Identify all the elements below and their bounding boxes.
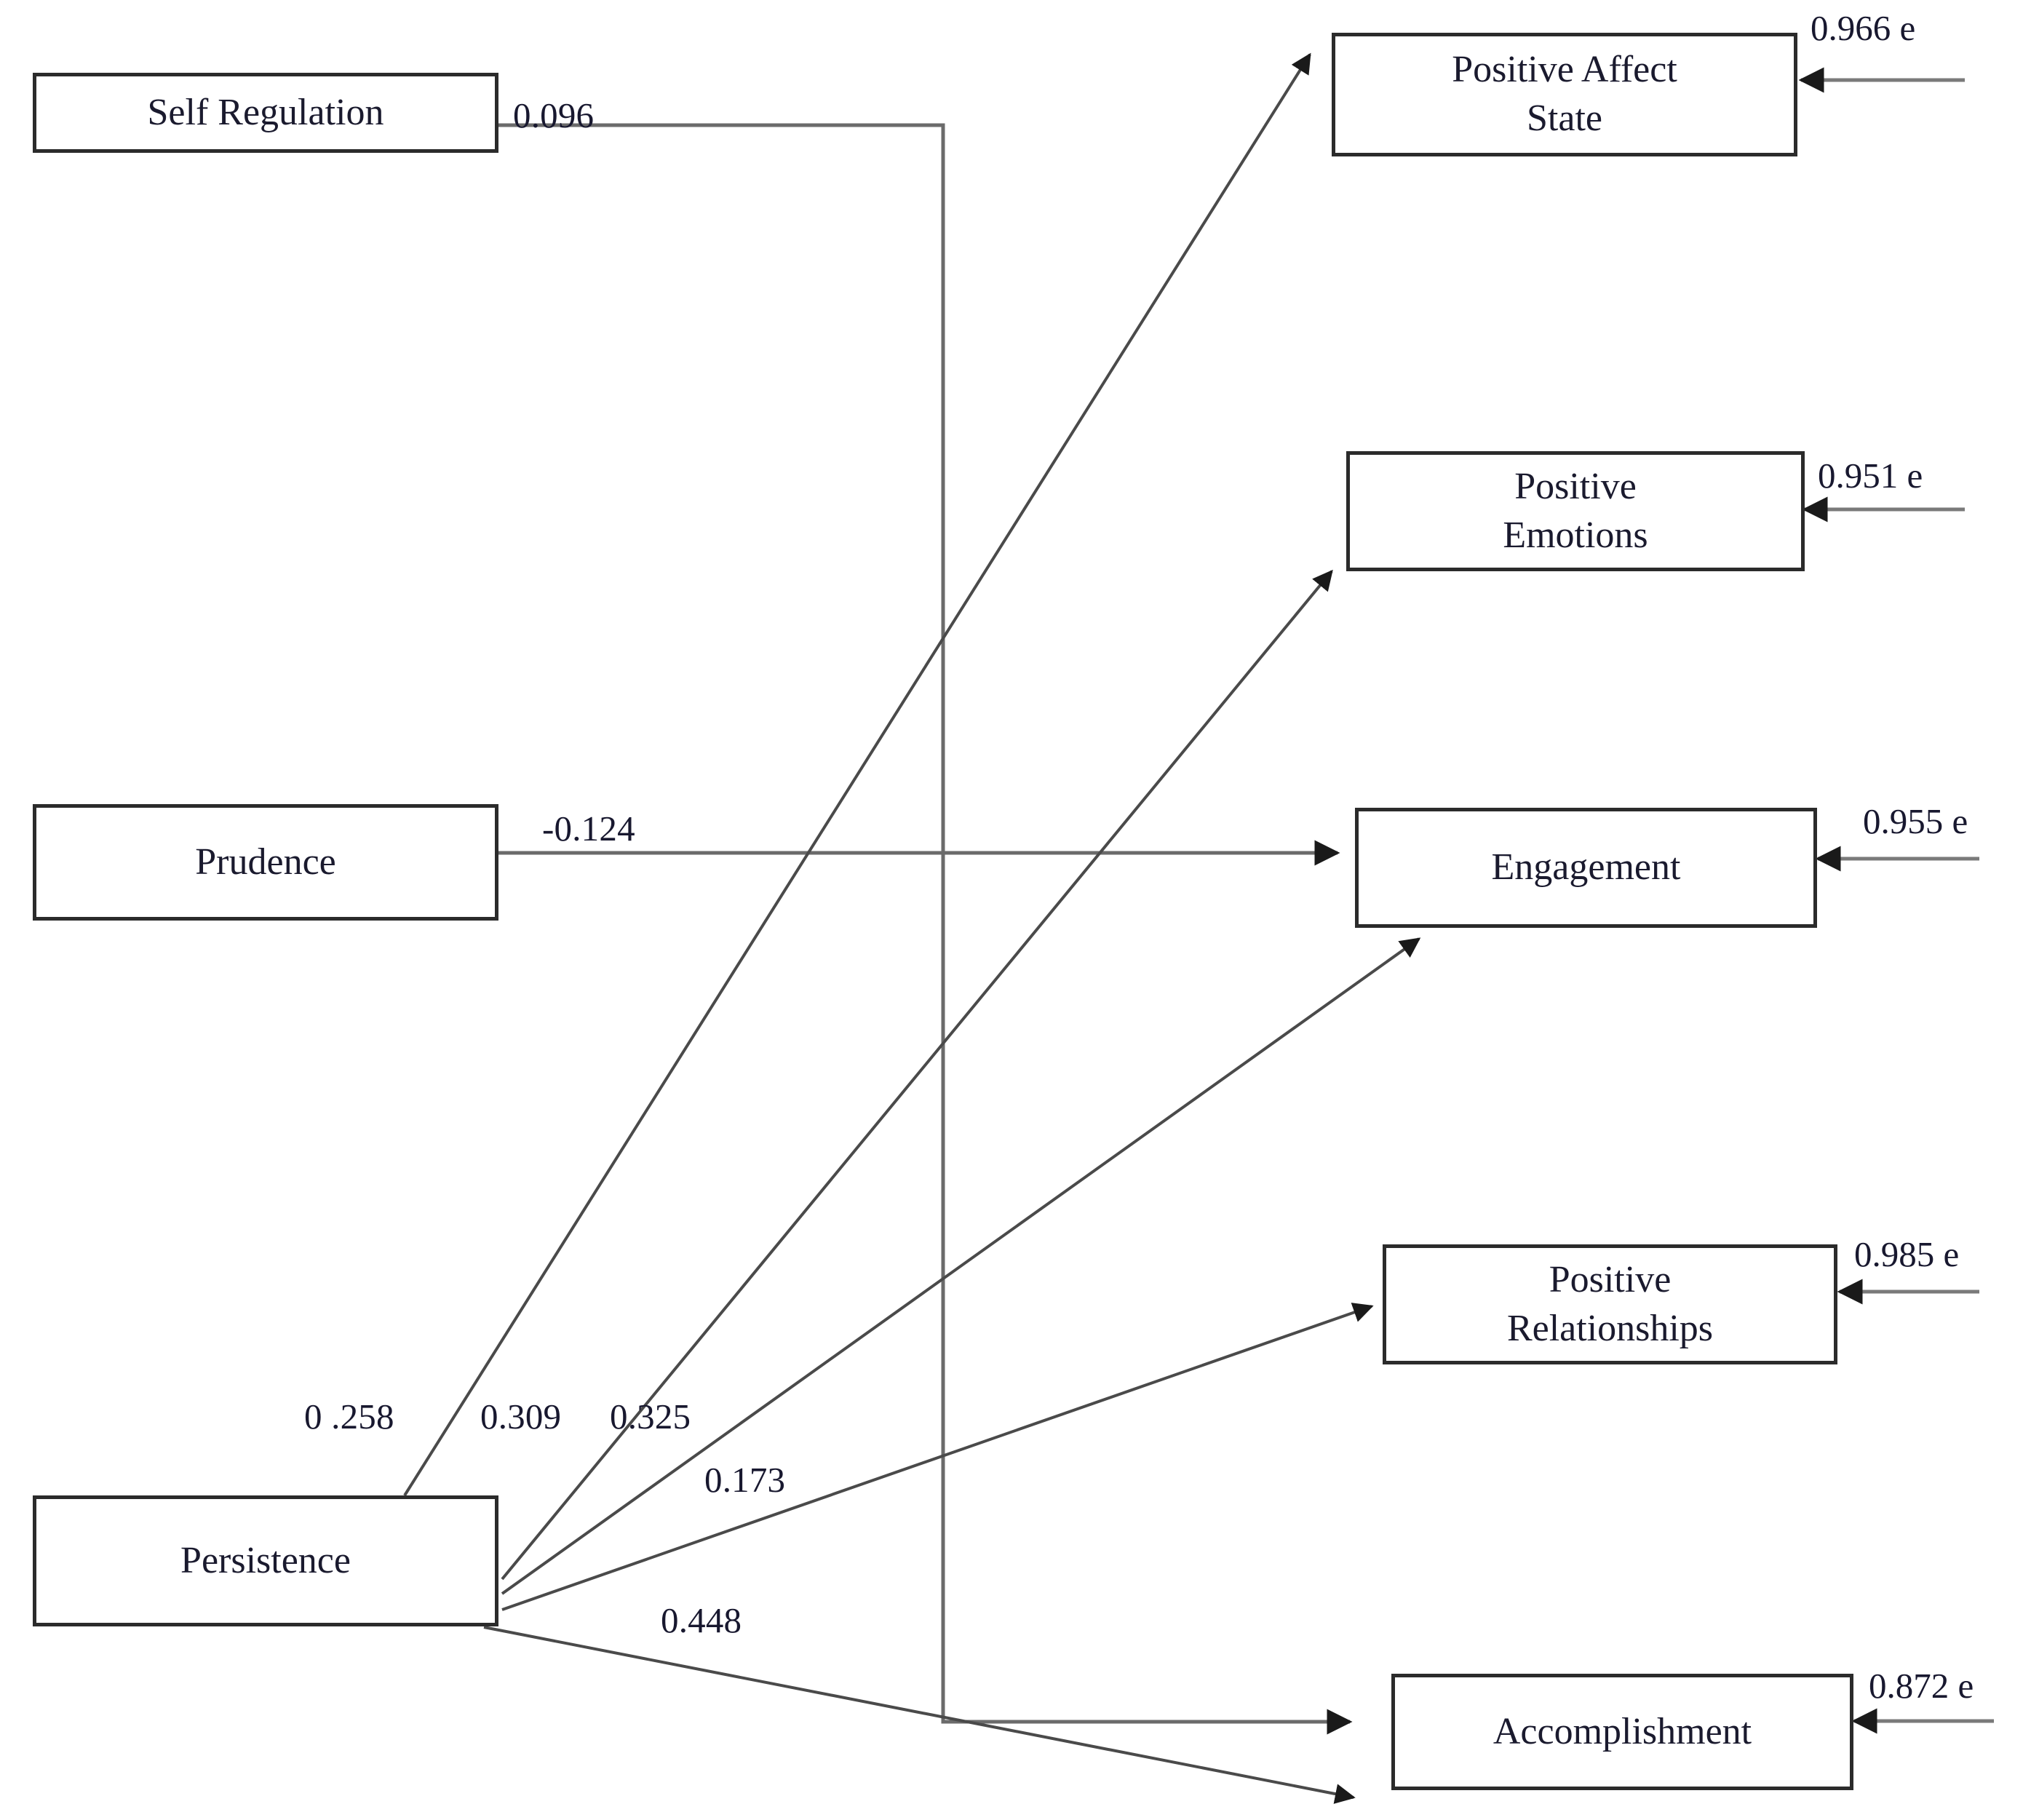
node-self-regulation[interactable]: Self Regulation	[33, 73, 498, 153]
node-label-positive-emotions-line2: Emotions	[1503, 514, 1648, 556]
path-label-persistence-positive-emotions: 0.309	[480, 1396, 562, 1436]
node-label-persistence: Persistence	[180, 1539, 351, 1581]
node-positive-affect-state[interactable]: Positive Affect State	[1332, 33, 1797, 156]
path-line-persistence-to-accomplishment	[483, 1626, 1356, 1804]
path-line-persistence-to-engagement	[501, 937, 1421, 1595]
node-label-positive-relationships-line2: Relationships	[1506, 1307, 1714, 1349]
node-label-positive-affect-state-line2: State	[1527, 98, 1602, 139]
node-persistence[interactable]: Persistence	[33, 1495, 498, 1626]
path-label-prudence-engagement: -0.124	[542, 808, 635, 849]
node-label-engagement: Engagement	[1491, 846, 1681, 889]
node-prudence[interactable]: Prudence	[33, 804, 498, 921]
node-positive-emotions[interactable]: Positive Emotions	[1346, 451, 1805, 571]
error-label-positive-affect-state: 0.966 e	[1811, 8, 1916, 48]
path-label-self-regulation-accomplishment: 0.096	[513, 95, 595, 135]
node-label-positive-emotions-line1: Positive	[1514, 465, 1637, 507]
node-label-self-regulation: Self Regulation	[147, 91, 384, 133]
node-positive-relationships[interactable]: Positive Relationships	[1383, 1244, 1837, 1364]
node-engagement[interactable]: Engagement	[1355, 808, 1817, 928]
path-line-persistence-to-positive-relationships	[501, 1303, 1374, 1611]
node-accomplishment[interactable]: Accomplishment	[1391, 1674, 1853, 1790]
node-label-positive-affect-state-line1: Positive Affect	[1452, 49, 1677, 91]
node-label-accomplishment: Accomplishment	[1493, 1710, 1752, 1752]
path-label-persistence-engagement: 0.325	[610, 1396, 691, 1436]
error-label-accomplishment: 0.872 e	[1869, 1666, 1974, 1706]
node-label-positive-relationships-line1: Positive	[1549, 1258, 1672, 1300]
path-label-persistence-accomplishment: 0.448	[661, 1600, 742, 1640]
path-line-self-regulation-to-accomplishment	[498, 123, 1353, 1735]
path-label-persistence-positive-relationships: 0.173	[704, 1460, 786, 1500]
error-label-positive-emotions: 0.951 e	[1818, 456, 1923, 496]
error-label-engagement: 0.955 e	[1863, 801, 1968, 841]
node-label-prudence: Prudence	[195, 841, 336, 883]
path-line-persistence-to-positive-affect-state	[403, 52, 1311, 1497]
path-label-persistence-positive-affect-state: 0 .258	[304, 1396, 394, 1436]
error-label-positive-relationships: 0.985 e	[1854, 1234, 1960, 1274]
